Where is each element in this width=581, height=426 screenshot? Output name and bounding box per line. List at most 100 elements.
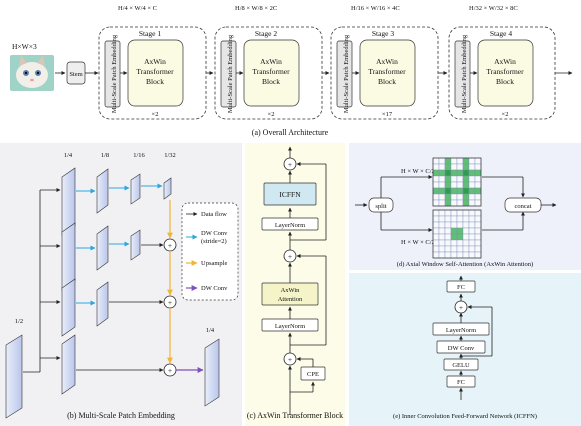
grid-cell (450, 187, 458, 195)
grid-cell (462, 181, 470, 189)
grid-cell (462, 239, 470, 247)
grid-cell (444, 199, 452, 207)
grid-cell (468, 227, 476, 235)
grid-cell (468, 163, 476, 171)
stem-label: Stem (69, 71, 82, 78)
grid-cell (474, 209, 482, 217)
grid-cell (432, 193, 440, 201)
grid-cell (450, 181, 458, 189)
grid-cell (450, 163, 458, 171)
svg-text:AxWin: AxWin (260, 57, 282, 66)
grid-cell (474, 221, 482, 229)
stage-2-repeat: ×2 (268, 111, 275, 118)
grid-cell (468, 181, 476, 189)
grid-cell (450, 233, 458, 241)
grid-cell (438, 181, 446, 189)
block-plus-1: + (288, 355, 292, 364)
grid-cell (468, 215, 476, 223)
caption-a: (a) Overall Architecture (252, 128, 329, 137)
svg-text:AxWin: AxWin (494, 57, 516, 66)
grid-cell (468, 233, 476, 241)
scale-out-1-4: 1/4 (206, 327, 215, 334)
caption-e: (e) Inner Convolution Feed-Forward Netwo… (393, 413, 537, 420)
legend-upsample: Upsample (201, 260, 227, 267)
grid-cell (468, 193, 476, 201)
axial-window-grid (432, 157, 482, 207)
grid-cell (438, 193, 446, 201)
icffn-detail: FC GELU DW Conv LayerNorm + FC (e) Inner… (349, 273, 581, 426)
grid-cell (474, 187, 482, 195)
grid-cell (438, 199, 446, 207)
stage-1-repeat: ×2 (152, 111, 159, 118)
stage-2: H/8 × W/8 × 2C Stage 2 Multi-Scale Patch… (214, 5, 323, 120)
grid-cell (474, 227, 482, 235)
grid-cell (450, 169, 458, 177)
grid-cell (462, 169, 470, 177)
grid-cell (444, 175, 452, 183)
svg-text:Block: Block (146, 77, 164, 86)
grid-cell (432, 209, 440, 217)
grid-cell (462, 221, 470, 229)
svg-text:AxWin: AxWin (281, 287, 301, 294)
grid-cell (432, 233, 440, 241)
grid-cell (432, 181, 440, 189)
grid-cell (444, 221, 452, 229)
grid-cell (462, 175, 470, 183)
svg-text:Block: Block (262, 77, 280, 86)
plus-node-2: + (168, 298, 172, 307)
grid-cell (444, 169, 452, 177)
stage-4-dims: H/32 × W/32 × 8C (469, 5, 518, 12)
grid-cell (456, 181, 464, 189)
grid-cell (462, 193, 470, 201)
grid-cell (468, 221, 476, 229)
svg-text:Transformer: Transformer (368, 67, 406, 76)
svg-text:Block: Block (496, 77, 514, 86)
grid-cell (462, 199, 470, 207)
grid-cell (444, 157, 452, 165)
caption-d: (d) Axial Window Self-Attention (AxWin A… (397, 261, 533, 268)
local-window-grid (432, 209, 482, 259)
grid-cell (456, 215, 464, 223)
grid-cell (432, 245, 440, 253)
grid-cell (462, 251, 470, 259)
grid-cell (462, 227, 470, 235)
grid-cell (462, 215, 470, 223)
icffn-plus: + (459, 303, 463, 312)
svg-text:GELU: GELU (452, 362, 470, 369)
stage-4-title: Stage 4 (490, 29, 513, 38)
stage-1-dims: H/4 × W/4 × C (118, 5, 157, 12)
grid-cell (474, 169, 482, 177)
grid-cell (438, 175, 446, 183)
grid-cell (462, 233, 470, 241)
stage-3-repeat: ×17 (382, 111, 393, 118)
plus-node-3: + (168, 366, 172, 375)
legend-data-flow: Data flow (201, 211, 227, 218)
svg-text:Transformer: Transformer (136, 67, 174, 76)
scale-1-32: 1/32 (164, 152, 176, 159)
block-plus-3: + (288, 160, 292, 169)
scale-1-16: 1/16 (133, 152, 145, 159)
grid-cell (444, 239, 452, 247)
grid-cell (474, 233, 482, 241)
svg-text:LayerNorm: LayerNorm (446, 327, 476, 334)
grid-cell (438, 157, 446, 165)
grid-cell (474, 181, 482, 189)
grid-cell (450, 221, 458, 229)
grid-cell (438, 209, 446, 217)
grid-cell (456, 187, 464, 195)
svg-text:concat: concat (515, 203, 532, 210)
grid-cell (432, 251, 440, 259)
scale-1-2: 1/2 (15, 318, 23, 325)
caption-c: (c) AxWin Transformer Block (247, 411, 343, 420)
grid-cell (462, 157, 470, 165)
stage-4: H/32 × W/32 × 8C Stage 4 Multi-Scale Pat… (448, 5, 556, 120)
stage-2-mspe-label: Multi-Scale Patch Embedding (227, 34, 234, 113)
svg-text:Attention: Attention (278, 296, 303, 303)
grid-cell (456, 239, 464, 247)
grid-cell (456, 169, 464, 177)
grid-cell (450, 209, 458, 217)
stage-1-mspe-box (104, 40, 121, 108)
svg-text:split: split (375, 203, 386, 210)
grid-cell (438, 221, 446, 229)
stage-3-axwin-block (359, 39, 416, 107)
